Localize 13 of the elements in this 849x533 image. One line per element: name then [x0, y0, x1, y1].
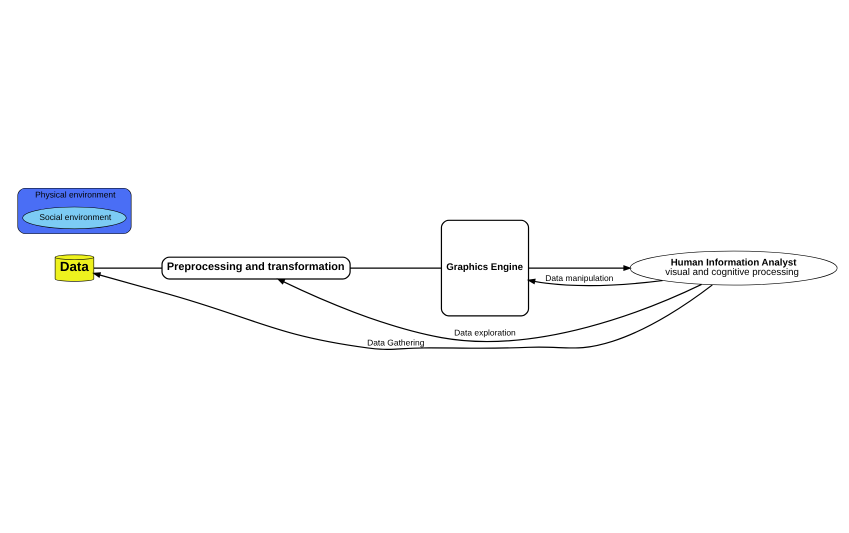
arrow — [526, 278, 662, 286]
edge-label: Data manipulation — [544, 272, 613, 283]
edge-label: Data Gathering — [366, 338, 424, 348]
edge-label: Data exploration — [454, 327, 516, 338]
node-ellipse: Human Information Analyst visual and cognitive processing — [629, 250, 837, 286]
arrow — [276, 278, 702, 342]
connector — [350, 267, 441, 269]
arrow — [92, 272, 712, 350]
node-box: Preprocessing and transformation — [160, 256, 350, 280]
node-ellipse: Social environment — [22, 206, 126, 230]
arrow — [528, 265, 632, 272]
connector — [93, 267, 162, 269]
node-box: Graphics Engine — [440, 220, 529, 316]
